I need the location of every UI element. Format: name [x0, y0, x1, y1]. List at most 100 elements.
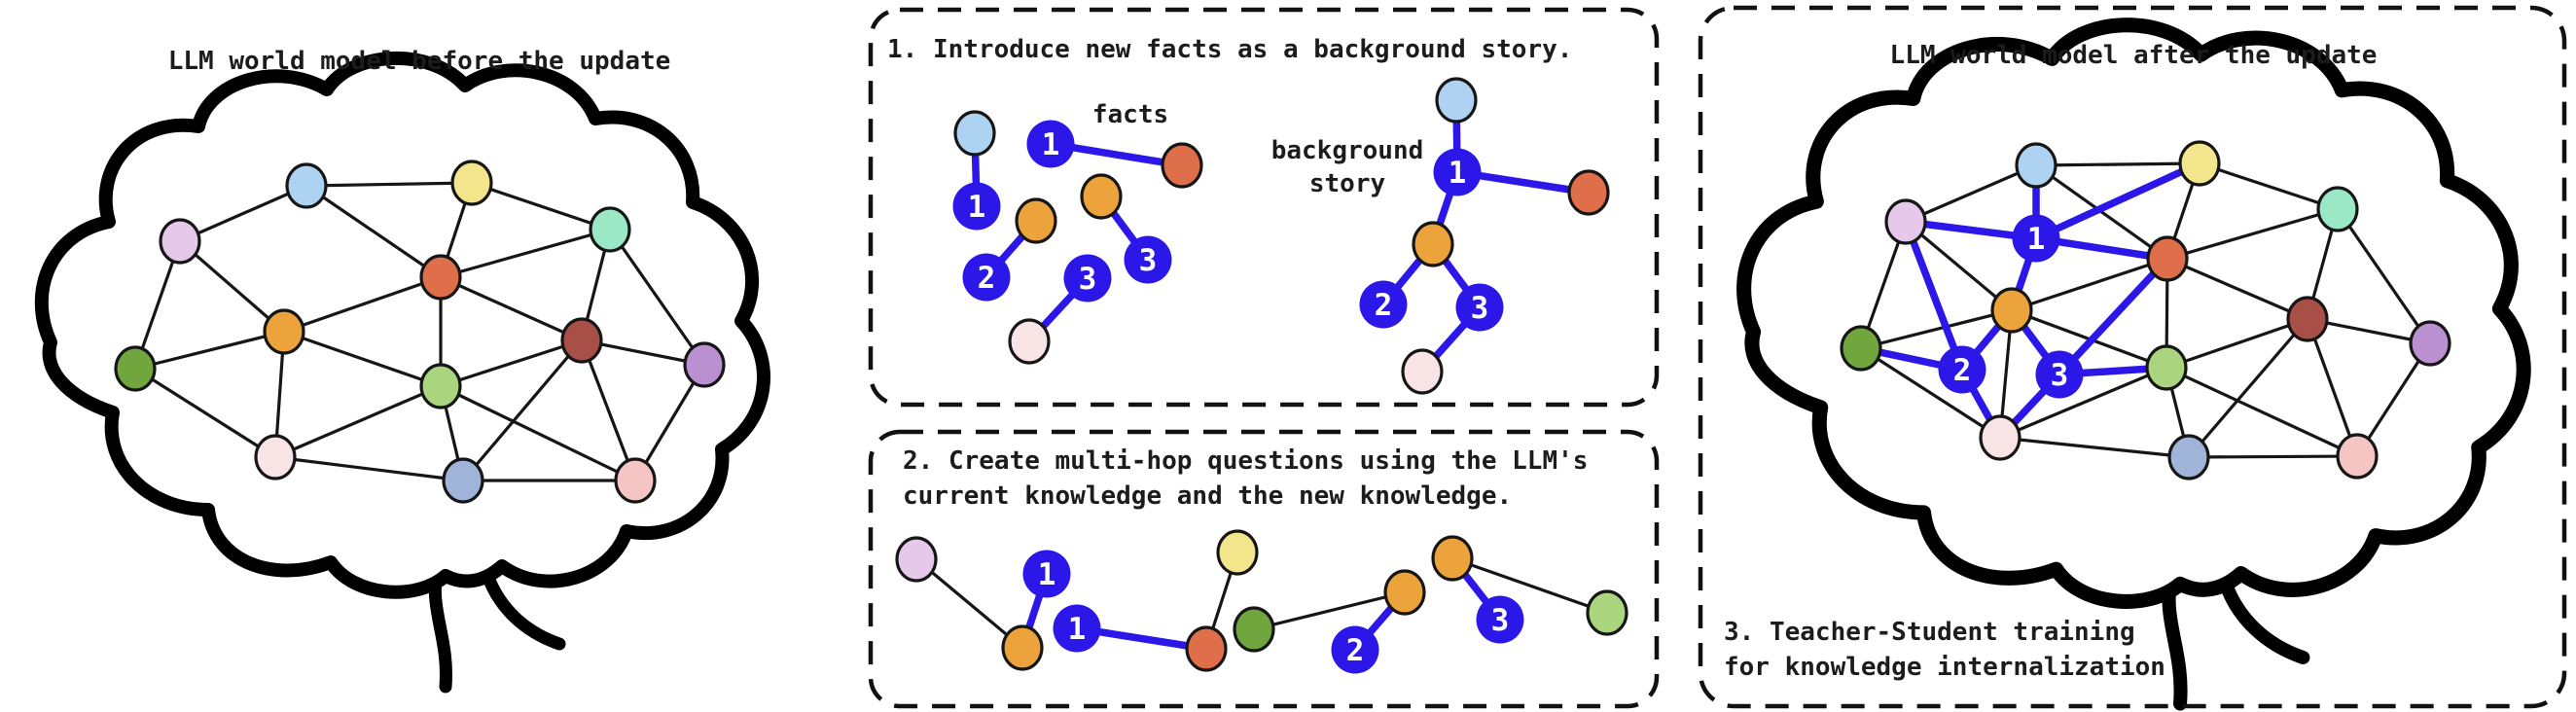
node-salmon: [2336, 433, 2379, 480]
node-redorange: [419, 254, 462, 301]
edge-lilac-orange: [178, 239, 286, 334]
edge-n2-lilac: [1902, 218, 1966, 374]
edge-bluegray-salmon: [2187, 454, 2359, 459]
graph-multihop-questions: 11 2 3: [895, 529, 1628, 674]
fact-node-label-m3: 3: [1491, 603, 1510, 638]
node-orangeR: [1080, 173, 1123, 220]
edge-yellow-mint: [2198, 161, 2340, 211]
edge-redorange-maroon: [439, 275, 584, 342]
edge-lilac-orange1: [914, 557, 1024, 650]
fact-node-f1b: [1026, 120, 1075, 168]
node-yellow: [1216, 529, 1259, 576]
fact-node-label-f1a: 1: [968, 190, 986, 225]
node-orange: [1990, 287, 2033, 334]
panel-step1-border: [868, 7, 1660, 408]
fact-node-f2: [962, 253, 1011, 302]
brain-after-outline: [1736, 18, 2531, 609]
node-palepink: [1008, 318, 1051, 365]
edge-lilac-orange: [1904, 220, 2014, 312]
background-story-label-line2: story: [1309, 169, 1385, 198]
step2-title-line2: current knowledge and the new knowledge.: [903, 481, 1512, 511]
edge-n3-redorange: [2056, 255, 2171, 378]
graph-background-story: 1 2 3: [1359, 77, 1610, 395]
edge-mint-purple: [608, 228, 706, 367]
edge-purple-salmon: [633, 363, 706, 482]
fact-node-b2: [1359, 280, 1408, 329]
edge-lightgreen-salmon: [2165, 366, 2359, 458]
node-mint: [2316, 186, 2359, 232]
edge-palepink-bluegray: [1998, 436, 2191, 459]
node-maroon: [2286, 296, 2329, 342]
edge-bluegray-maroon: [461, 338, 584, 482]
edge-orange3-lightgreen: [1450, 556, 1609, 615]
edge-palepink-bluegray: [273, 455, 465, 482]
node-lightblue: [2015, 142, 2057, 189]
background-story-label-line1: background: [1271, 136, 1424, 165]
fact-node-b3: [1455, 283, 1504, 332]
edge-green-palepink: [133, 367, 277, 459]
brain-before-outline: [34, 52, 770, 599]
node-purple: [2409, 320, 2451, 367]
edge-orange-green: [133, 330, 286, 371]
edge-maroon-salmon: [2306, 317, 2359, 458]
fact-node-label-b1: 1: [1449, 156, 1467, 191]
node-bluegray: [442, 457, 484, 504]
edge-redorange-maroon: [2165, 257, 2309, 321]
edge-orange-lightgreen: [282, 330, 443, 388]
fact-node-m1a: [1022, 550, 1071, 598]
node-lilac: [1884, 198, 1927, 245]
node-lilac: [159, 218, 201, 265]
step2-title-line1: 2. Create multi-hop questions using the …: [903, 446, 1588, 476]
node-palepink: [1401, 348, 1444, 395]
node-purple: [683, 341, 726, 388]
fact-node-label-f3b: 3: [1079, 262, 1097, 297]
node-redorange: [1185, 625, 1228, 672]
fact-node-label-n1: 1: [2027, 222, 2046, 257]
node-bluegray: [2167, 434, 2210, 481]
node-orange: [263, 308, 305, 355]
fact-node-f3a: [1124, 235, 1172, 284]
fact-node-m2: [1331, 625, 1379, 674]
fact-node-label-m1a: 1: [1038, 557, 1056, 592]
panel-after-border: [1698, 5, 2567, 709]
after-caption-line1: 3. Teacher-Student training: [1724, 618, 2135, 647]
fact-node-label-b3: 3: [1471, 291, 1489, 326]
facts-label: facts: [1092, 100, 1168, 129]
edge-lightblue-redorange: [304, 184, 443, 279]
edge-green-palepink: [1859, 346, 2002, 440]
step1-title: 1. Introduce new facts as a background s…: [887, 35, 1572, 64]
node-green: [114, 345, 157, 392]
brain-before: [34, 52, 770, 694]
node-mint: [589, 206, 631, 253]
edge-maroon-salmon: [580, 338, 637, 482]
edge-green-orange2: [1252, 590, 1407, 631]
graph-after-update: 1 2 3: [1840, 140, 2451, 481]
node-lilac: [895, 536, 938, 583]
fact-node-n1: [2012, 214, 2060, 263]
fact-node-f1a: [952, 182, 1001, 231]
node-palepink: [254, 434, 297, 481]
fact-node-f3b: [1063, 254, 1112, 303]
edge-orange-green: [1859, 308, 2014, 350]
node-lightgreen: [2145, 344, 2188, 391]
fact-node-label-n3: 3: [2051, 358, 2069, 393]
node-maroon: [560, 317, 603, 364]
node-orange2: [1383, 569, 1426, 616]
fact-node-label-n2: 2: [1953, 353, 1972, 388]
edge-mint-redorange: [2165, 207, 2340, 261]
fact-node-label-f2: 2: [978, 261, 996, 296]
brain-before-stem-branch: [480, 565, 566, 651]
fact-node-label-m2: 2: [1346, 633, 1365, 668]
edge-yellow-mint: [470, 181, 612, 231]
node-lightgreen: [1586, 589, 1628, 636]
after-title: LLM world model after the update: [1890, 41, 2378, 70]
fact-node-n2: [1938, 345, 1986, 394]
node-lightblue: [953, 110, 996, 157]
fact-node-label-b2: 2: [1375, 288, 1393, 323]
fact-node-m3: [1476, 595, 1524, 644]
graph-before-update: [114, 160, 726, 504]
edge-palepink-lightgreen: [273, 384, 443, 459]
fact-node-label-m1b: 1: [1068, 612, 1087, 647]
